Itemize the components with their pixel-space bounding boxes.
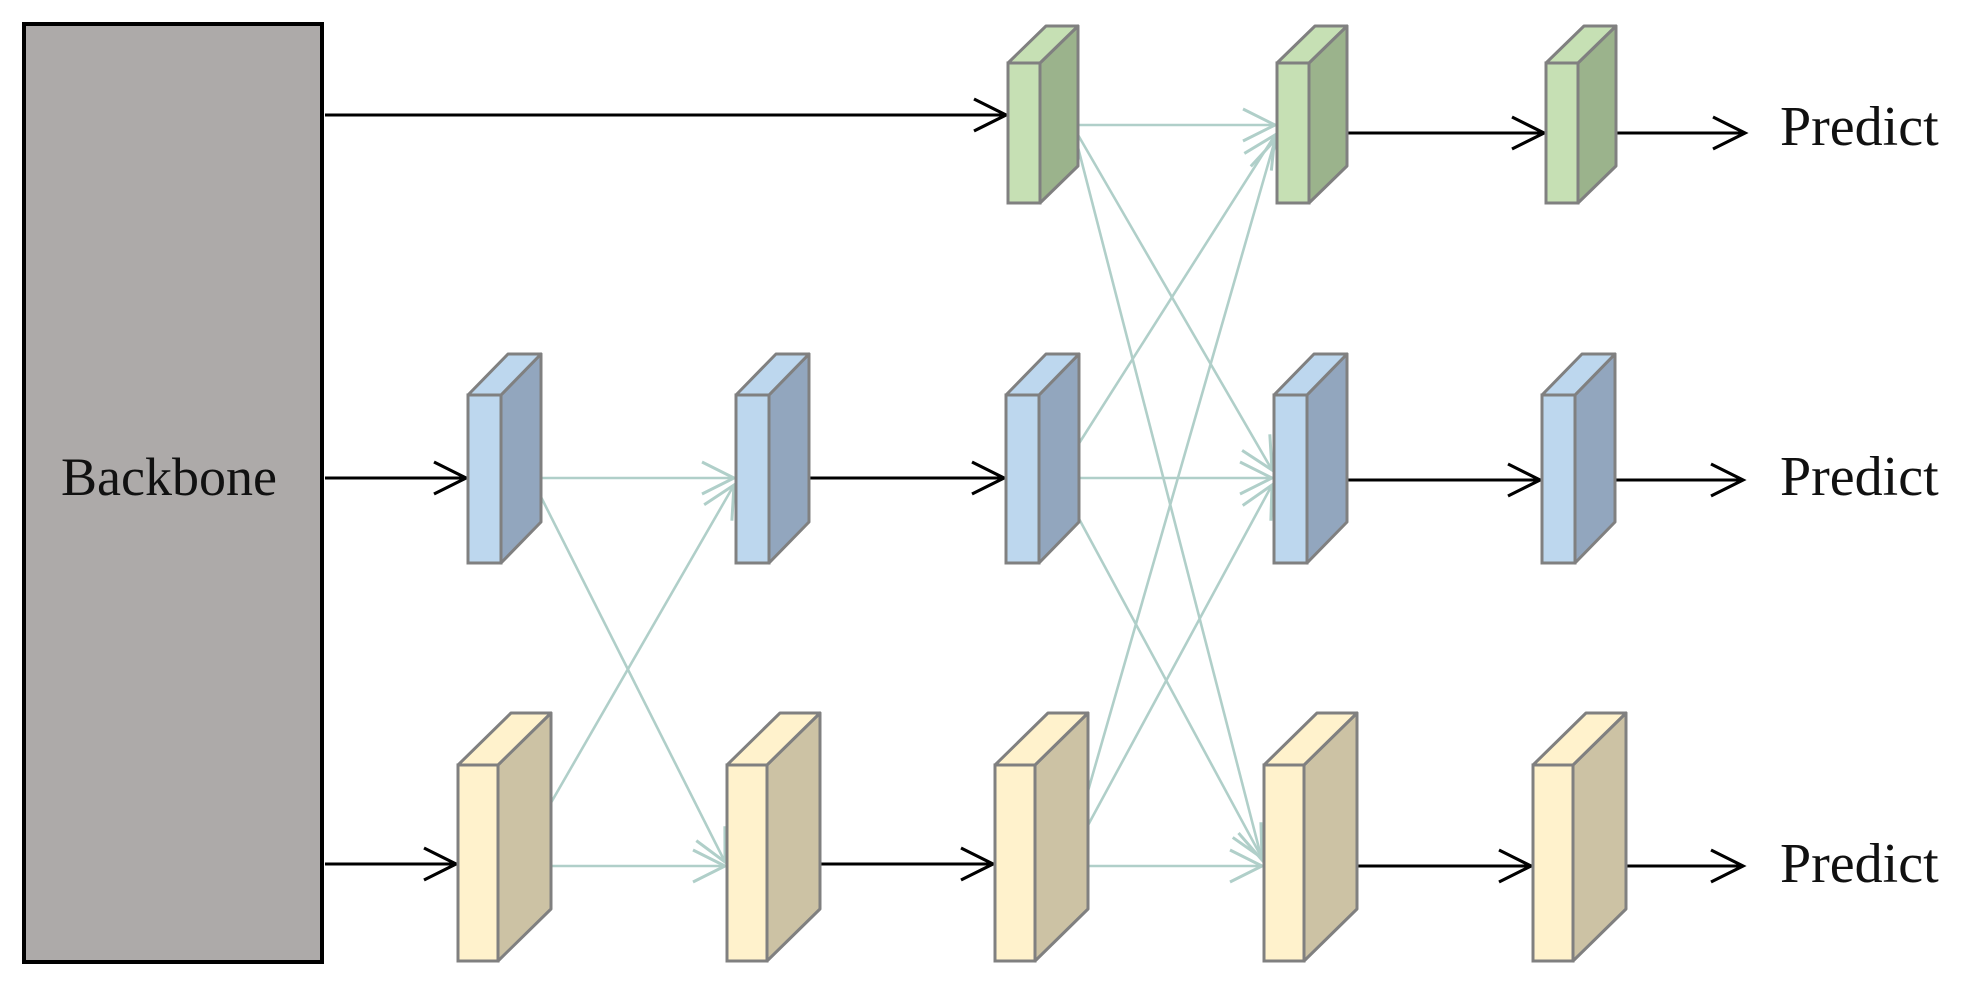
fuse-g1-to-y4 [1072,131,1271,864]
fuse-g1-to-b4 [1072,127,1274,473]
yellow-block-5 [1531,711,1628,963]
fuse-b3-to-g2 [1055,132,1277,479]
yellow-block-4 [1262,711,1359,963]
predict-label-top: Predict [1780,96,1939,158]
green-block-3 [1544,24,1618,205]
fuse-y3-to-g2 [1065,136,1284,865]
blue-block-2 [734,352,811,565]
predict-label-bottom: Predict [1780,833,1939,895]
fuse-b1-to-y2 [538,494,727,865]
yellow-block-1 [456,711,553,963]
fuse-y1-to-b2 [516,482,736,861]
feature-blocks [456,24,1628,963]
green-block-1 [1006,24,1080,205]
backbone-label: Backbone [61,447,277,507]
blue-block-3 [1004,352,1081,565]
flow-arrows [325,97,1749,884]
yellow-block-2 [725,711,822,963]
predict-label-mid: Predict [1780,446,1939,508]
backbone-block [22,22,324,964]
fusion-arrows [516,107,1284,884]
blue-block-1 [466,352,543,565]
blue-block-5 [1540,352,1617,565]
yellow-block-3 [993,711,1090,963]
fuse-y3-to-b4 [1065,482,1274,865]
blue-block-4 [1272,352,1349,565]
green-block-2 [1275,24,1349,205]
fuse-b3-to-y4 [1055,477,1264,861]
